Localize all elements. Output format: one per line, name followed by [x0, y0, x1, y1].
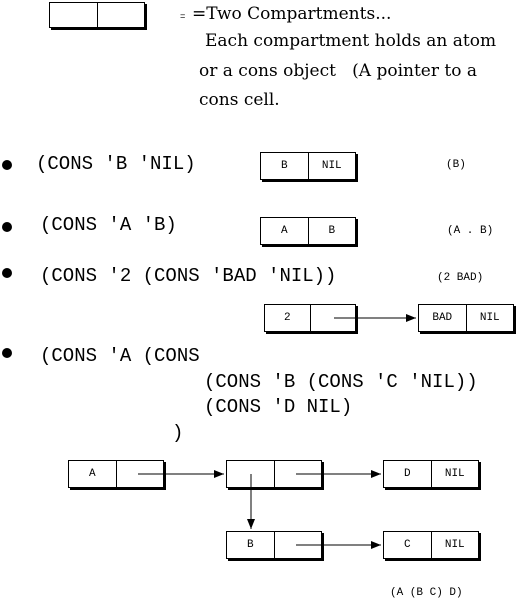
cell-car: 2: [283, 312, 291, 324]
cell-car: B: [246, 539, 254, 551]
example-2-result: (A . B): [447, 225, 494, 237]
cell-cdr: NIL: [430, 532, 479, 558]
cell-cdr: NIL: [465, 305, 514, 331]
cell-car: C: [403, 539, 411, 551]
example-1-result: (B): [446, 159, 466, 171]
example-2-code: (CONS 'A 'B): [40, 214, 177, 236]
cell-cdr: [309, 305, 356, 331]
example-4-result: (A (B C) D): [390, 587, 463, 599]
cell-cdr: [115, 461, 164, 487]
bullet-2: [2, 222, 12, 232]
bullet-4: [2, 348, 12, 358]
example-4-cons-cell-d: D NIL: [383, 460, 479, 488]
example-2-cons-cell: A B: [260, 217, 356, 245]
cell-car: BAD: [432, 312, 453, 324]
cell-car: D: [403, 468, 411, 480]
example-1-cons-cell: B NIL: [260, 152, 356, 180]
example-3-cons-cell-inner: BAD NIL: [418, 304, 514, 332]
bullet-3: [2, 268, 12, 278]
legend-line-4: cons cell.: [199, 90, 280, 110]
example-4-code-line-4: ): [172, 422, 184, 444]
legend-line-2: Each compartment holds an atom: [205, 31, 497, 51]
example-4-cons-cell-c: C NIL: [383, 531, 479, 559]
cell-cdr: B: [307, 218, 356, 244]
cell-car: B: [280, 160, 288, 172]
example-4-code-line-3: (CONS 'D NIL): [204, 396, 353, 418]
bullet-1: [2, 160, 12, 170]
legend-line-3: or a cons object (A pointer to a: [199, 61, 477, 81]
example-1-code: (CONS 'B 'NIL): [36, 153, 196, 175]
legend-line-1: =Two Compartments...: [192, 4, 392, 24]
example-4-code-line-1: (CONS 'A (CONS: [40, 345, 200, 367]
legend-eq-mark: =: [180, 12, 186, 22]
cell-car: A: [88, 468, 96, 480]
legend-cons-cell: [49, 2, 145, 28]
example-3-result: (2 BAD): [437, 272, 484, 284]
cell-car: A: [280, 225, 288, 237]
example-3-code: (CONS '2 (CONS 'BAD 'NIL)): [40, 265, 337, 287]
cell-cdr: NIL: [430, 461, 479, 487]
example-4-code-line-2: (CONS 'B (CONS 'C 'NIL)): [204, 371, 478, 393]
cell-cdr: [273, 461, 322, 487]
legend-cdr-compartment: [96, 3, 145, 27]
cell-cdr: NIL: [307, 153, 356, 179]
cell-cdr: [273, 532, 322, 558]
